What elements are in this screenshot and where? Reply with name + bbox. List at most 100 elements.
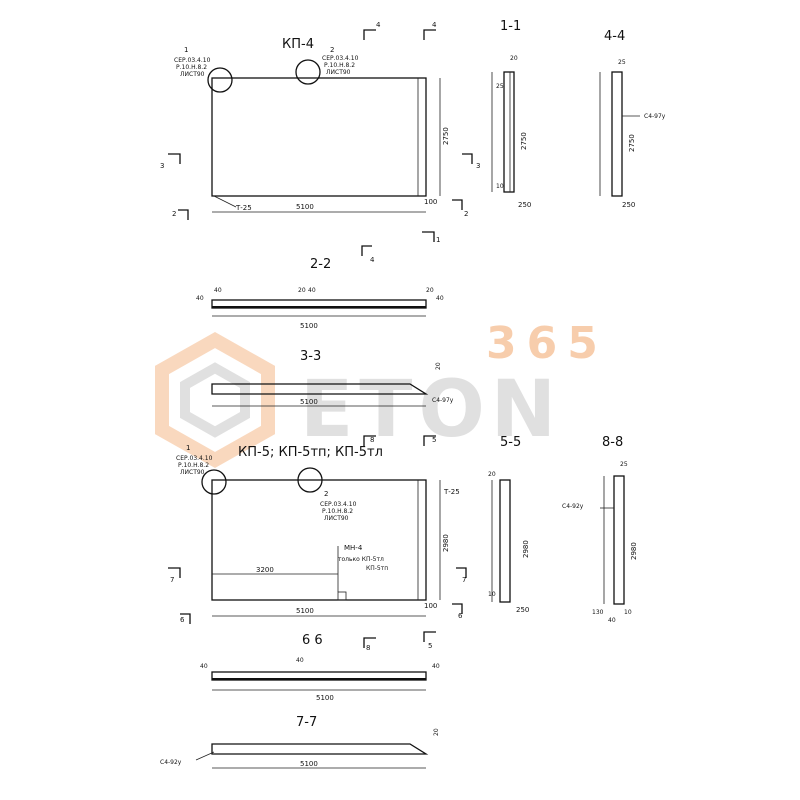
- panel-a-node2-ref-1: СЕР.03.4.10: [322, 55, 359, 62]
- section-1-1-bot-dim: 10: [496, 183, 504, 190]
- section-1-1-height-dim: 2750: [520, 132, 528, 150]
- section-4-4-title: 4-4: [604, 29, 625, 44]
- panel-a-t-label: Т-25: [235, 204, 252, 212]
- section-8-8-dim-b1: 130: [592, 609, 604, 616]
- section-7-7-title: 7-7: [296, 715, 317, 730]
- section-6-6-cut8: 8: [366, 644, 370, 652]
- section-7-7: 7-7 5100 20 С4-92у: [160, 715, 440, 769]
- section-8-8-dim-b3: 40: [608, 617, 616, 624]
- panel-a-node2-marker: [295, 59, 321, 85]
- panel-b-node1-ref-1: СЕР.03.4.10: [176, 455, 213, 462]
- panel-b-mark-note1: только КП-5тл: [338, 556, 384, 563]
- section-3-3-title: 3-3: [300, 349, 321, 364]
- section-4-4-top-dim: 25: [618, 59, 626, 66]
- panel-b-node1-ref-3: ЛИСТ90: [180, 469, 205, 476]
- panel-b-elevation: КП-5; КП-5тп; КП-5тл 5100 3200 2980 100 …: [168, 435, 467, 624]
- panel-b-node2-ref-2: Р.10.Н.8.2: [322, 508, 353, 515]
- section-6-6-cut5: 5: [428, 642, 432, 650]
- section-2-2-dim-e: 20: [426, 287, 434, 294]
- panel-a-cut4-top-right: 4: [432, 21, 437, 29]
- panel-b-mark-note2: КП-5тп: [366, 565, 388, 572]
- section-2-2-dim-d: 40: [308, 287, 316, 294]
- section-1-1-width-dim: 250: [518, 201, 531, 209]
- section-3-3-length-dim: 5100: [300, 398, 318, 406]
- panel-a-cut1: 1: [436, 236, 440, 244]
- panel-b-height-dim: 2980: [442, 534, 450, 552]
- section-3-3-label: С4-97у: [432, 397, 454, 404]
- panel-a-node1-ref-3: ЛИСТ90: [180, 71, 205, 78]
- section-6-6-title: 6 6: [302, 633, 323, 648]
- panel-a-cut2-right: 2: [464, 210, 468, 218]
- section-2-2-cut4: 4: [370, 256, 375, 264]
- panel-b-cut6-left: 6: [180, 616, 185, 624]
- panel-a-node2-num: 2: [330, 46, 334, 54]
- section-1-1-top-dim: 20: [510, 55, 518, 62]
- panel-b-cut5-top: 5: [432, 436, 436, 444]
- section-5-5: 5-5 2980 250 20 10: [488, 435, 530, 614]
- section-4-4-width-dim: 250: [622, 201, 635, 209]
- panel-b-length-dim: 5100: [296, 607, 314, 615]
- panel-a-height-dim: 2750: [442, 127, 450, 145]
- watermark-logo-icon: [155, 331, 275, 469]
- section-5-5-bot-dim: 10: [488, 591, 496, 598]
- panel-b-node2-ref-3: ЛИСТ90: [324, 515, 349, 522]
- panel-b-mark: МН-4: [344, 544, 363, 552]
- panel-b-t-label: Т-25: [443, 488, 460, 496]
- panel-b-cut7-left: 7: [170, 576, 174, 584]
- section-7-7-length-dim: 5100: [300, 760, 318, 768]
- panel-b-cut7-right: 7: [462, 576, 466, 584]
- section-5-5-title: 5-5: [500, 435, 521, 450]
- panel-b-edge-dim: 100: [424, 602, 437, 610]
- section-2-2: 2-2 4 5100 40 40 20 40 20 40: [196, 245, 444, 330]
- section-4-4: 4-4 2750 250 25 С4-97у: [599, 29, 666, 209]
- panel-b-node2-marker: [297, 467, 323, 493]
- panel-a-node1-ref-2: Р.10.Н.8.2: [176, 64, 207, 71]
- watermark-brand: ETON: [300, 365, 562, 455]
- section-6-6-dim-a: 40: [200, 663, 208, 670]
- section-2-2-dim-b: 40: [214, 287, 222, 294]
- section-3-3: 3-3 5100 20 С4-97у: [211, 349, 454, 407]
- section-2-2-dim-a: 40: [196, 295, 204, 302]
- panel-a-node2-ref-2: Р.10.Н.8.2: [324, 62, 355, 69]
- panel-b-node1-num: 1: [186, 444, 190, 452]
- section-4-4-label: С4-97у: [644, 113, 666, 120]
- section-8-8: 8-8 2980 25 С4-92у 130 10 40: [562, 435, 638, 624]
- panel-a-elevation: КП-4 5100 2750 100 Т-25 1 СЕР.03.4.10 Р.…: [160, 21, 480, 244]
- panel-b-title: КП-5; КП-5тп; КП-5тл: [238, 445, 383, 460]
- panel-a-node1-ref-1: СЕР.03.4.10: [174, 57, 211, 64]
- section-2-2-title: 2-2: [310, 257, 331, 272]
- panel-b-cut6-right: 6: [458, 612, 463, 620]
- watermark: 365 ETON: [155, 318, 608, 469]
- section-6-6: 6 6 8 5 5100 40 40 40: [200, 631, 440, 702]
- panel-b-node2-ref-1: СЕР.03.4.10: [320, 501, 357, 508]
- panel-a-cut3-right: 3: [476, 162, 480, 170]
- panel-b-inner-dim: 3200: [256, 566, 274, 574]
- panel-a-edge-dim: 100: [424, 198, 437, 206]
- panel-a-node1-num: 1: [184, 46, 188, 54]
- section-8-8-label: С4-92у: [562, 503, 584, 510]
- section-8-8-dim-b2: 10: [624, 609, 632, 616]
- section-2-2-dim-c: 20: [298, 287, 306, 294]
- watermark-number: 365: [486, 318, 608, 369]
- section-8-8-height-dim: 2980: [630, 542, 638, 560]
- section-5-5-top-dim: 20: [488, 471, 496, 478]
- panel-a-title: КП-4: [282, 37, 314, 52]
- panel-b-cut8-top: 8: [370, 436, 374, 444]
- panel-a-node1-marker: [207, 67, 233, 93]
- panel-a-cut3-left: 3: [160, 162, 164, 170]
- section-2-2-dim-f: 40: [436, 295, 444, 302]
- section-1-1: 1-1 2750 250 20 25 10: [491, 19, 531, 209]
- section-3-3-h-dim: 20: [435, 362, 442, 370]
- section-6-6-dim-b: 40: [296, 657, 304, 664]
- panel-a-cut4-top-left: 4: [376, 21, 381, 29]
- section-8-8-title: 8-8: [602, 435, 623, 450]
- section-6-6-length-dim: 5100: [316, 694, 334, 702]
- panel-a-length-dim: 5100: [296, 203, 314, 211]
- section-1-1-title: 1-1: [500, 19, 521, 34]
- section-2-2-length-dim: 5100: [300, 322, 318, 330]
- panel-a-node2-ref-3: ЛИСТ90: [326, 69, 351, 76]
- section-7-7-h-dim: 20: [433, 728, 440, 736]
- section-7-7-label: С4-92у: [160, 759, 182, 766]
- panel-b-node1-ref-2: Р.10.Н.8.2: [178, 462, 209, 469]
